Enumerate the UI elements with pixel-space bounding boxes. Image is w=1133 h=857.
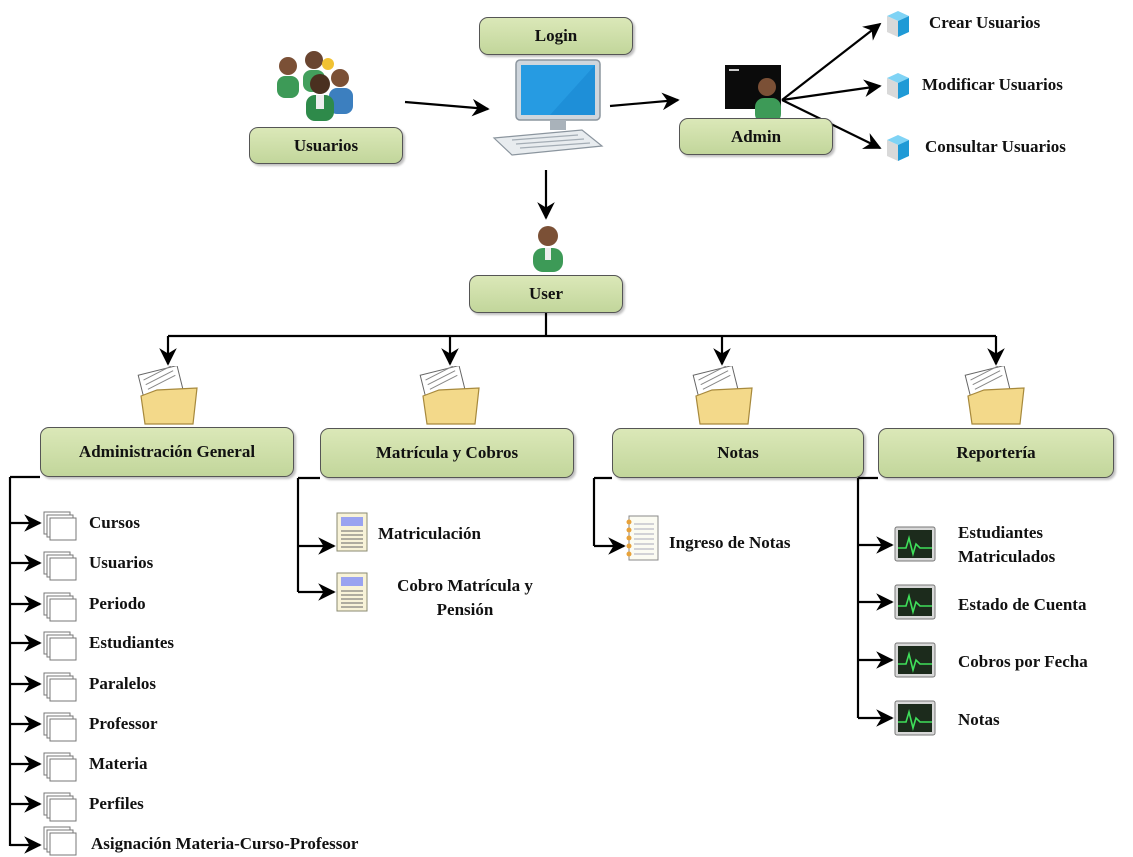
consultar-usuarios-label: Consultar Usuarios bbox=[925, 137, 1066, 156]
folder-icon bbox=[964, 366, 1025, 425]
folder-icon bbox=[419, 366, 480, 425]
item-cobro-matricula-line2: Pensión bbox=[436, 600, 494, 619]
monitor-chart-icon bbox=[894, 526, 936, 562]
item-professor: Professor bbox=[89, 714, 158, 733]
usuarios-label: Usuarios bbox=[293, 135, 359, 155]
item-periodo: Periodo bbox=[89, 594, 146, 613]
user-box: User bbox=[469, 275, 623, 313]
folder-icon bbox=[137, 366, 198, 425]
page-stack-icon bbox=[43, 712, 77, 742]
item-estudiantes: Estudiantes bbox=[89, 633, 175, 652]
monitor-chart-icon bbox=[894, 584, 936, 620]
item-estado-cuenta: Estado de Cuenta bbox=[958, 595, 1087, 614]
item-estudiantes-line1: Estudiantes bbox=[958, 523, 1044, 542]
page-stack-icon bbox=[43, 631, 77, 661]
item-cobros-fecha: Cobros por Fecha bbox=[958, 652, 1088, 671]
notebook-icon bbox=[626, 515, 659, 561]
notas-box: Notas bbox=[612, 428, 864, 478]
cube-icon bbox=[887, 11, 909, 37]
login-label: Login bbox=[534, 26, 578, 45]
item-ingreso-notas: Ingreso de Notas bbox=[669, 533, 791, 552]
item-usuarios: Usuarios bbox=[89, 553, 154, 572]
admin-box: Admin bbox=[679, 118, 833, 155]
page-stack-icon bbox=[43, 792, 77, 822]
modificar-usuarios-label: Modificar Usuarios bbox=[922, 75, 1063, 94]
page-stack-icon bbox=[43, 551, 77, 581]
computer-icon bbox=[492, 59, 604, 156]
monitor-chart-icon bbox=[894, 700, 936, 736]
crear-usuarios-label: Crear Usuarios bbox=[929, 13, 1041, 32]
notas-label: Notas bbox=[717, 443, 759, 462]
admin-label: Admin bbox=[730, 126, 782, 146]
item-paralelos: Paralelos bbox=[89, 674, 157, 693]
matricula-label: Matrícula y Cobros bbox=[375, 443, 519, 462]
page-stack-icon bbox=[43, 511, 77, 541]
admin-general-box: Administración General bbox=[40, 427, 294, 477]
item-perfiles: Perfiles bbox=[89, 794, 144, 813]
reporteria-label: Reportería bbox=[956, 443, 1036, 462]
user-label: User bbox=[529, 284, 563, 303]
login-box: Login bbox=[479, 17, 633, 55]
admin-general-label: Administración General bbox=[78, 442, 256, 461]
document-icon bbox=[336, 572, 368, 612]
admin-terminal-icon bbox=[725, 65, 781, 123]
item-notas-report: Notas bbox=[958, 710, 1000, 729]
usuarios-box: Usuarios bbox=[249, 127, 403, 164]
monitor-chart-icon bbox=[894, 642, 936, 678]
item-materia: Materia bbox=[89, 754, 148, 773]
folder-icon bbox=[692, 366, 753, 425]
item-asignacion: Asignación Materia-Curso-Professor bbox=[91, 834, 359, 853]
item-estudiantes-line2: Matriculados bbox=[958, 547, 1056, 566]
reporteria-box: Reportería bbox=[878, 428, 1114, 478]
page-stack-icon bbox=[43, 752, 77, 782]
page-stack-icon bbox=[43, 826, 77, 856]
document-icon bbox=[336, 512, 368, 552]
item-cursos: Cursos bbox=[89, 513, 141, 532]
item-cobro-matricula-line1: Cobro Matrícula y bbox=[397, 576, 533, 595]
page-stack-icon bbox=[43, 592, 77, 622]
cube-icon bbox=[887, 73, 909, 99]
cube-icon bbox=[887, 135, 909, 161]
page-stack-icon bbox=[43, 672, 77, 702]
item-matriculacion: Matriculación bbox=[378, 524, 481, 543]
user-icon bbox=[533, 226, 563, 272]
users-group-icon bbox=[277, 51, 353, 121]
matricula-box: Matrícula y Cobros bbox=[320, 428, 574, 478]
